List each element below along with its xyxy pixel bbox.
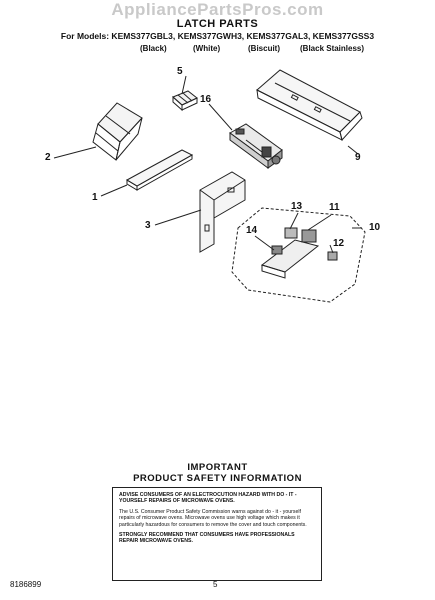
safety-cpsc-paragraph: The U.S. Consumer Product Safety Commiss… — [119, 508, 307, 528]
safety-title-line2: PRODUCT SAFETY INFORMATION — [133, 473, 302, 484]
callout-12: 12 — [333, 238, 345, 249]
footer-part-number: 8186899 — [10, 580, 42, 589]
part-9-long-bracket — [256, 69, 363, 142]
callout-5: 5 — [177, 66, 183, 77]
watermark: AppliancePartsPros.com — [111, 0, 324, 19]
callout-9: 9 — [355, 152, 361, 163]
callout-11: 11 — [329, 202, 340, 213]
callout-16: 16 — [200, 94, 212, 105]
safety-recommend-paragraph: STRONGLY RECOMMEND THAT CONSUMERS HAVE P… — [119, 532, 295, 545]
exploded-parts-diagram — [53, 69, 366, 303]
part-10-switch-assembly-outline — [231, 207, 366, 303]
page-title: LATCH PARTS — [176, 18, 259, 30]
safety-info-box: ADVISE CONSUMERS OF AN ELECTROCUTION HAZ… — [112, 487, 322, 581]
safety-title-line1: IMPORTANT — [187, 462, 248, 473]
part-3-bent-bracket — [199, 171, 246, 253]
color-label-black-stainless: (Black Stainless) — [300, 44, 365, 53]
part-16-latch-assembly — [229, 123, 283, 169]
callout-14: 14 — [246, 225, 258, 236]
page-header: LATCH PARTS For Models: KEMS377GBL3, KEM… — [0, 18, 435, 41]
part-2-hood — [92, 102, 143, 161]
callout-13: 13 — [291, 201, 303, 212]
color-label-black: (Black) — [140, 44, 167, 53]
model-list: For Models: KEMS377GBL3, KEMS377GWH3, KE… — [60, 31, 375, 41]
part-5-small-block — [172, 90, 198, 112]
safety-warning-paragraph: ADVISE CONSUMERS OF AN ELECTROCUTION HAZ… — [119, 492, 297, 505]
callout-1: 1 — [92, 192, 98, 203]
callout-3: 3 — [145, 220, 151, 231]
callout-leaders — [53, 75, 362, 254]
part-1-flat-strip — [125, 149, 194, 191]
color-label-white: (White) — [193, 44, 221, 53]
footer-page-number: 5 — [213, 580, 218, 589]
callout-10: 10 — [369, 222, 381, 233]
color-label-biscuit: (Biscuit) — [248, 44, 280, 53]
callout-2: 2 — [45, 152, 51, 163]
